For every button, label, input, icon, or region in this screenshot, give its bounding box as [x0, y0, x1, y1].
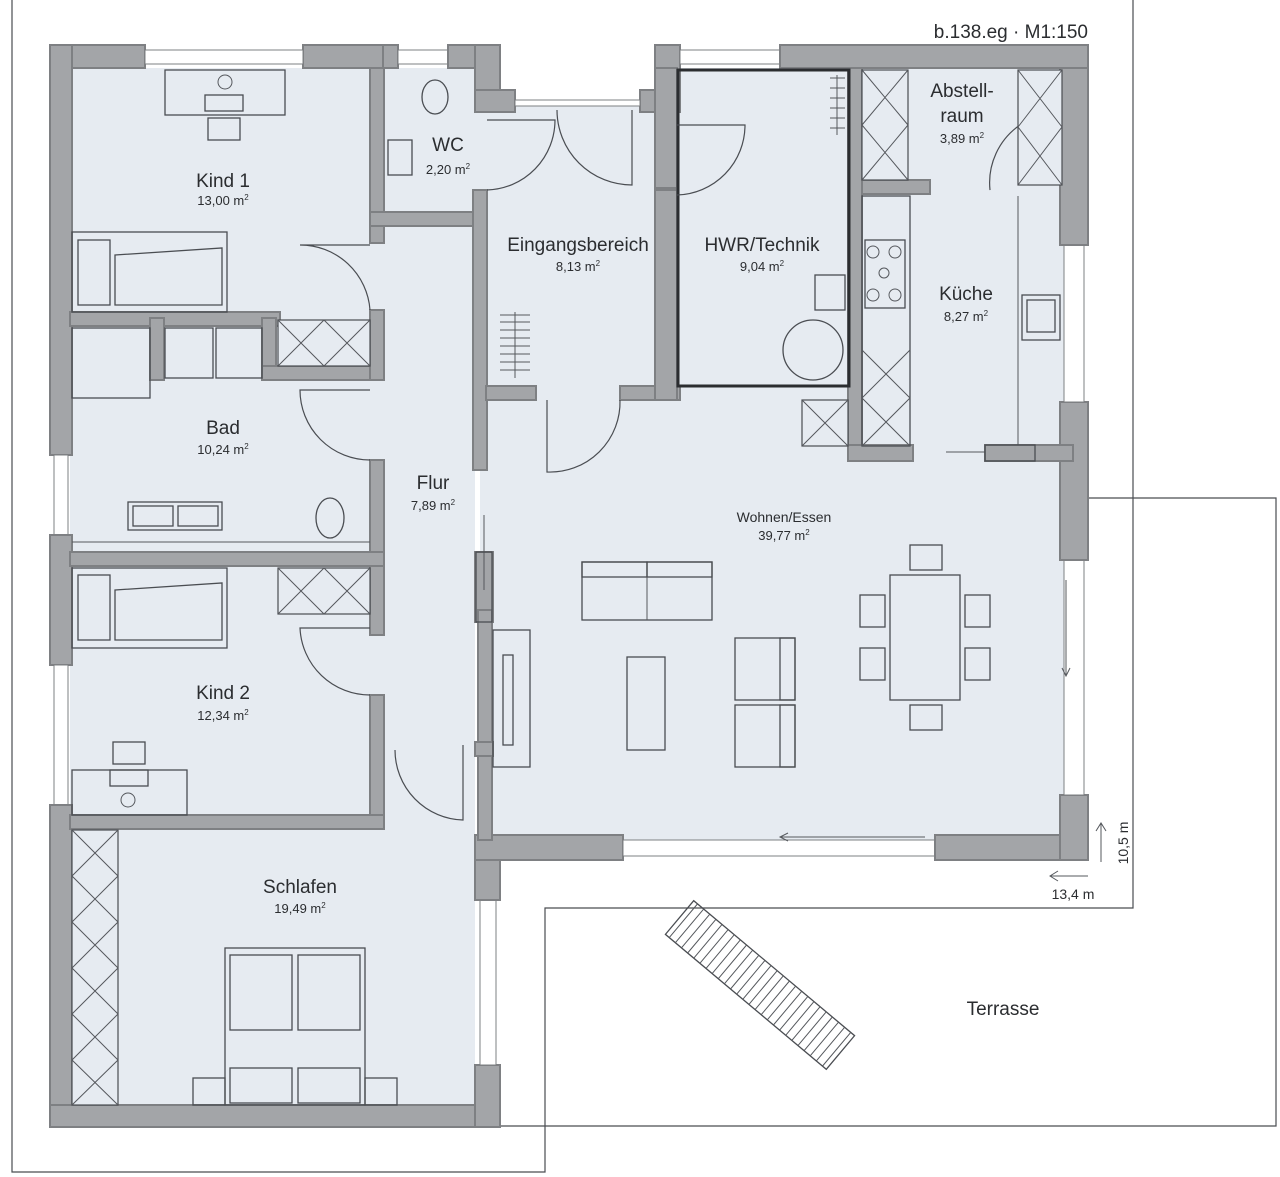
room-name-kueche: Küche — [939, 284, 993, 305]
room-area-kind1: 13,00 m2 — [197, 193, 249, 208]
furniture — [71, 69, 1107, 1106]
dimension-width: 13,4 m — [1052, 886, 1095, 902]
room-name-schlafen: Schlafen — [263, 877, 337, 898]
room-area-bad: 10,24 m2 — [197, 442, 249, 457]
room-area-eingang: 8,13 m2 — [556, 259, 601, 274]
exterior-walls — [49, 44, 1089, 1128]
room-area-abstell: 3,89 m2 — [940, 131, 985, 146]
doors — [299, 109, 1071, 842]
room-name-bad: Bad — [206, 418, 240, 439]
room-area-kind2: 12,34 m2 — [197, 708, 249, 723]
room-area-wohnen: 39,77 m2 — [758, 528, 810, 543]
room-name-abstell-2: raum — [940, 106, 983, 127]
interior-walls — [69, 67, 1074, 841]
room-name-flur: Flur — [417, 473, 450, 494]
labels: b.138.eg · M1:150 Kind 1 13,00 m2 WC 2,2… — [196, 22, 1131, 1020]
room-name-abstell: Abstell- — [930, 81, 993, 102]
room-area-kueche: 8,27 m2 — [944, 309, 989, 324]
dimension-depth: 10,5 m — [1115, 822, 1131, 865]
room-area-schlafen: 19,49 m2 — [274, 901, 326, 916]
room-area-hwr: 9,04 m2 — [740, 259, 785, 274]
floors — [70, 68, 1070, 1128]
terrace-label: Terrasse — [967, 999, 1040, 1020]
room-name-wc: WC — [432, 135, 464, 156]
room-area-wc: 2,20 m2 — [426, 162, 471, 177]
plan-code: b.138.eg · M1:150 — [934, 22, 1088, 43]
room-name-kind2: Kind 2 — [196, 683, 250, 704]
room-name-hwr: HWR/Technik — [704, 235, 820, 256]
room-name-kind1: Kind 1 — [196, 171, 250, 192]
room-name-wohnen: Wohnen/Essen — [737, 509, 832, 525]
room-area-flur: 7,89 m2 — [411, 498, 456, 513]
plot-outline — [11, 0, 1277, 1173]
room-name-eingang: Eingangsbereich — [507, 235, 649, 256]
